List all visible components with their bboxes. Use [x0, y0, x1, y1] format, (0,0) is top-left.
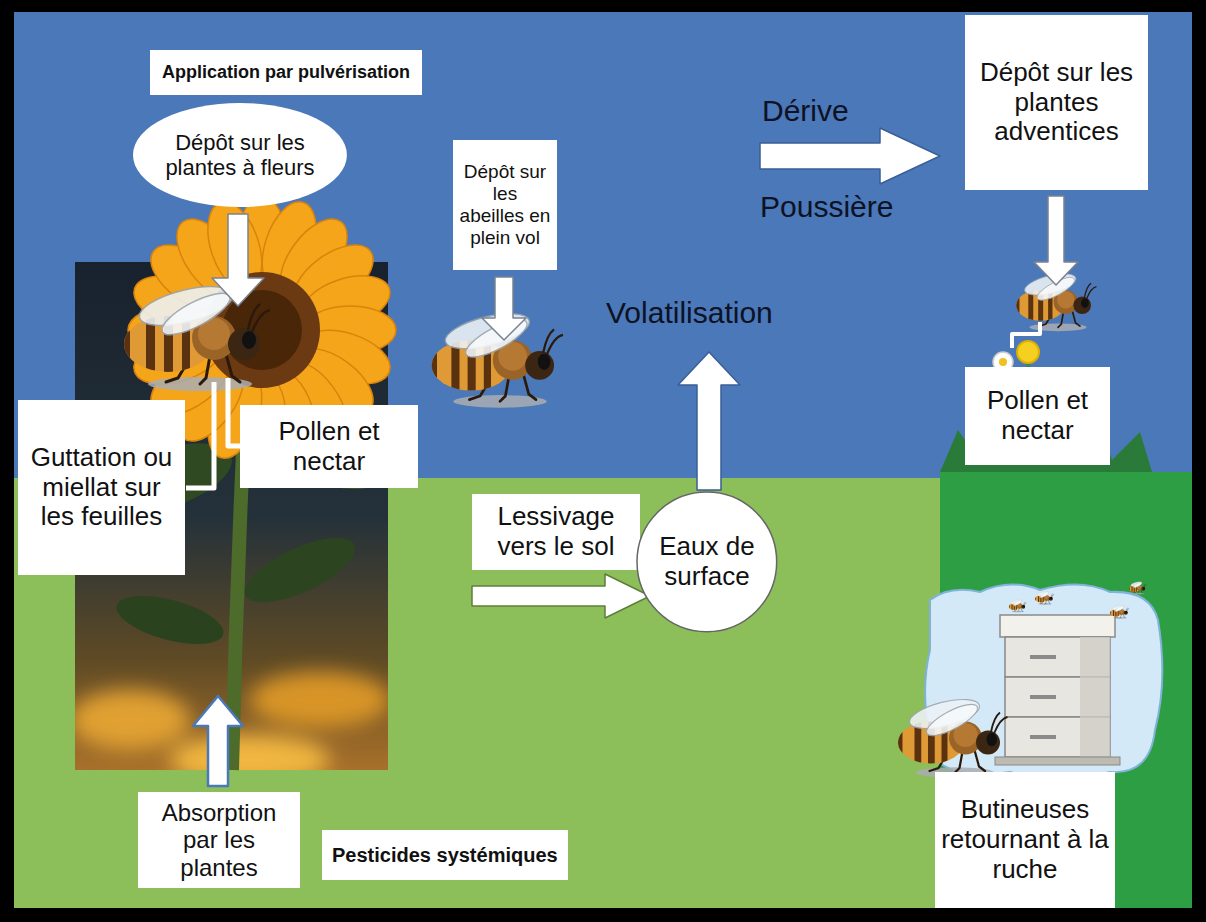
process-label: Poussière [760, 190, 893, 225]
weed-plant [1017, 341, 1039, 363]
arrows [1034, 196, 1078, 285]
node-text: Eaux de surface [655, 532, 759, 592]
circle-node: Eaux de surface [636, 491, 778, 633]
text-box: Application par pulvérisation [150, 50, 422, 95]
arrows [482, 277, 526, 340]
arrows [186, 382, 214, 488]
node-text: Dépôt sur les abeilles en plein vol [459, 161, 551, 248]
sunflower-photo [112, 586, 229, 653]
node-text: Pollen et nectar [248, 417, 410, 477]
arrows [472, 574, 650, 618]
node-text: Dépôt sur les plantes à fleurs [165, 130, 315, 181]
sunflower-photo [236, 525, 363, 616]
node-text: Pollen et nectar [973, 386, 1102, 446]
node-text: Absorption par les plantes [144, 799, 294, 882]
sunflower-photo [250, 672, 388, 728]
text-box: Guttation ou miellat sur les feuilles [18, 400, 185, 575]
node-text: Pesticides systémiques [332, 844, 558, 867]
ellipse-node: Dépôt sur les plantes à fleurs [132, 102, 348, 208]
beehive [1128, 581, 1146, 594]
text-box: Butineuses retournant à la ruche [935, 772, 1115, 908]
node-text: Dépôt sur les plantes adventices [973, 58, 1140, 148]
sunflower-photo [75, 690, 190, 750]
arrows [193, 696, 243, 786]
beehive [995, 757, 1120, 765]
text-box: Dépôt sur les abeilles en plein vol [453, 140, 557, 270]
beehive [1035, 590, 1055, 605]
node-text: Guttation ou miellat sur les feuilles [24, 443, 179, 533]
beehive [1000, 615, 1115, 637]
node-text: Application par pulvérisation [162, 62, 410, 83]
weed-plant [940, 341, 1152, 472]
beehive [1008, 599, 1026, 612]
text-box: Pollen et nectar [965, 367, 1110, 465]
arrows [1012, 322, 1040, 348]
node-text: Butineuses retournant à la ruche [941, 795, 1109, 885]
weed-plant [999, 358, 1007, 366]
node-outline [637, 492, 777, 632]
text-box: Pollen et nectar [240, 405, 418, 488]
beehive [1030, 735, 1056, 739]
text-box: Dépôt sur les plantes adventices [965, 15, 1148, 190]
beehive [1030, 655, 1056, 659]
text-box: Lessivage vers le sol [472, 494, 640, 570]
arrows [760, 128, 940, 184]
forager-bee [895, 694, 1008, 778]
sky-ground [14, 12, 1192, 908]
arrows [186, 128, 1078, 786]
beehive [1030, 695, 1056, 699]
arrows [678, 352, 740, 490]
node-text: Lessivage vers le sol [478, 502, 634, 562]
process-label: Dérive [762, 94, 849, 129]
arrows [228, 378, 240, 446]
sunflower-photo [170, 735, 330, 770]
process-label: Volatilisation [606, 296, 773, 331]
arrows [212, 214, 264, 306]
text-box: Absorption par les plantes [138, 792, 300, 888]
text-box: Pesticides systémiques [322, 830, 568, 880]
beehive [1110, 604, 1130, 619]
node-outline [133, 103, 347, 207]
beehive [1080, 637, 1110, 757]
